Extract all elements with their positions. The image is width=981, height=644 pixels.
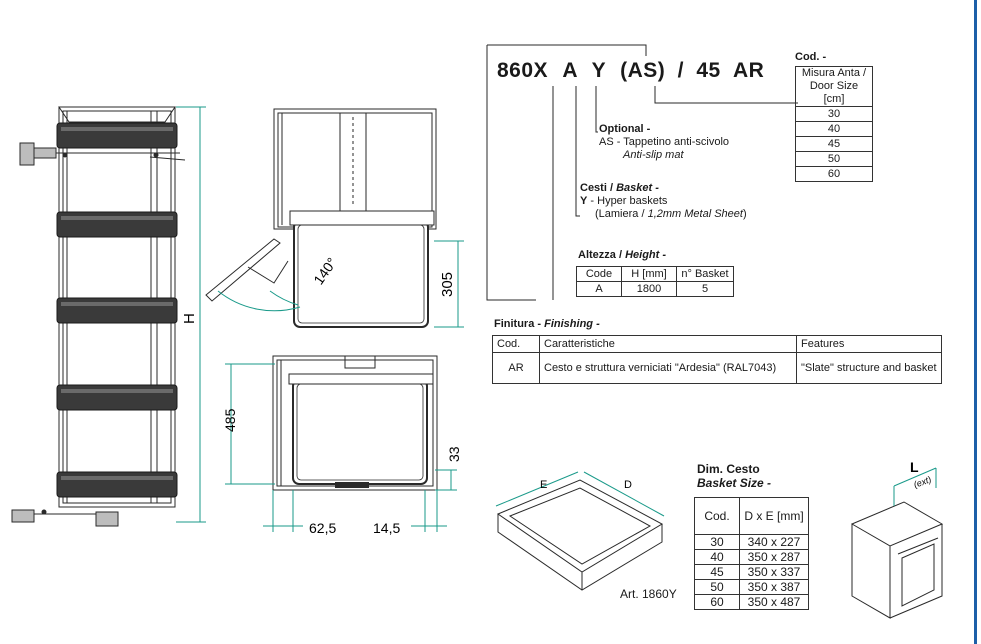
height-table: Code H [mm] n° Basket A 1800 5 xyxy=(576,266,734,297)
code-basket: Y xyxy=(591,59,606,82)
basket-line2: (Lamiera / 1,2mm Metal Sheet) xyxy=(595,208,747,220)
closed-basket xyxy=(292,379,428,485)
basket-isometric-drawing: E D xyxy=(495,471,665,591)
basket-shelf xyxy=(56,122,178,498)
code-optional: (AS) xyxy=(620,59,666,82)
table-row: A 1800 5 xyxy=(576,281,734,297)
table-row: 40 xyxy=(795,121,873,137)
cabinet-isometric-drawing: L (ext) xyxy=(850,459,944,619)
top-plan-closed-drawing: 485 33 62,5 14,5 xyxy=(222,355,462,536)
code-door: 45 xyxy=(696,59,721,82)
finishing-heading: Finitura - Finishing - xyxy=(494,318,600,330)
table-row: Cod. D x E [mm] xyxy=(694,497,809,535)
finishing-table: Cod. Caratteristiche Features AR Cesto e… xyxy=(492,335,942,384)
optional-line2: Anti-slip mat xyxy=(623,149,684,161)
table-row: Misura Anta / Door Size [cm] xyxy=(795,66,873,107)
top-hinge xyxy=(19,142,186,166)
top-plan-open-drawing: 140° 305 xyxy=(205,108,464,328)
basket-size-heading-it: Dim. Cesto xyxy=(697,462,760,476)
side-elevation-drawing: H xyxy=(11,106,206,527)
cabinet-l-label: L xyxy=(910,459,919,475)
code-leader-lines xyxy=(486,44,798,301)
bottom-hinge xyxy=(11,509,119,527)
height-block: Altezza / Height - xyxy=(578,249,667,261)
article-label: Art. 1860Y xyxy=(620,587,677,601)
code-separator: / xyxy=(677,59,684,82)
basket-block: Cesti / Basket - Y - Hyper baskets (Lami… xyxy=(580,182,747,221)
table-row: Code H [mm] n° Basket xyxy=(576,266,734,282)
door-size-heading: Cod. - xyxy=(795,51,827,63)
table-row: Cod. Caratteristiche Features xyxy=(492,335,942,353)
basket-line1: Y - Hyper baskets xyxy=(580,195,668,207)
depth-top-label: 305 xyxy=(439,272,456,297)
optional-heading: Optional - xyxy=(599,123,651,135)
offset-62-label: 62,5 xyxy=(309,520,336,536)
depth-plan-label: 485 xyxy=(222,408,238,432)
table-row: 45 xyxy=(795,136,873,152)
product-code: 860X A Y (AS) / 45 AR xyxy=(497,59,764,83)
table-row: 30 xyxy=(795,106,873,122)
optional-line1: AS - Tappetino anti-scivolo xyxy=(599,136,730,148)
code-model: 860X xyxy=(497,59,549,82)
optional-block: Optional - AS - Tappetino anti-scivolo A… xyxy=(599,123,729,162)
page-edge-rule xyxy=(974,0,977,644)
basket-heading: Cesti / Basket - xyxy=(580,182,659,194)
offset-33-label: 33 xyxy=(446,446,462,462)
basket-e-label: E xyxy=(540,479,547,491)
table-row: AR Cesto e struttura verniciati "Ardesia… xyxy=(492,352,942,384)
basket-d-label: D xyxy=(624,479,632,491)
door-size-table: Misura Anta / Door Size [cm] 30 40 45 50… xyxy=(795,66,873,182)
code-height: A xyxy=(562,59,578,82)
offset-14-label: 14,5 xyxy=(373,520,400,536)
height-dimension-label: H xyxy=(181,313,198,324)
table-row: 60 xyxy=(795,166,873,182)
basket-size-heading-en: Basket Size - xyxy=(697,476,772,490)
table-row: 50 xyxy=(795,151,873,167)
code-finish: AR xyxy=(733,59,765,82)
